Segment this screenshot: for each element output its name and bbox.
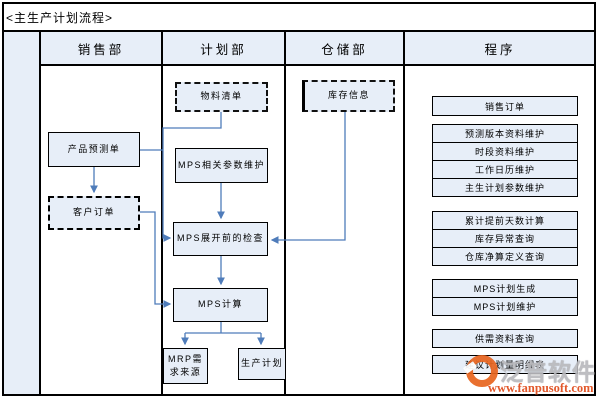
node-bom: 物料清单 [175,82,268,112]
program-supply-demand-label: 供需资料查询 [474,334,535,344]
node-mrp-source: MRP需求来源 [163,348,208,384]
node-mps-params-label: MPS相关参数维护 [177,159,265,170]
title-divider-line [2,30,596,32]
program-supply-demand: 供需资料查询 [432,329,578,348]
vendor-watermark: 泛普软件 www.fanpusoft.com [464,355,604,399]
lane-border-3 [284,31,286,396]
program-forecast-version-label: 预测版本资料维护 [464,129,545,139]
connector-inventory-to-mpscheck [270,112,346,244]
lane-header-program: 程序 [404,31,596,65]
connector-customer-to-mpscalc [140,211,172,308]
node-mps-precheck-label: MPS展开前的检查 [176,233,264,244]
program-time-bucket: 时段资料维护 [432,142,578,161]
lane-header-sales-label: 销售部 [77,42,125,57]
program-inventory-exception-label: 库存异常查询 [474,234,535,244]
program-time-bucket-label: 时段资料维护 [474,147,535,157]
left-margin-strip [4,31,40,396]
vendor-url-text: www.fanpusoft.com [488,381,594,395]
lane-header-warehouse: 仓储部 [285,31,404,65]
header-divider-line [40,64,596,66]
connector-mpscalc-split [185,322,261,334]
program-mps-generate-label: MPS计划生成 [473,284,537,294]
node-mps-calc: MPS计算 [173,288,268,322]
lane-header-planning-label: 计划部 [200,42,247,57]
program-mps-maintain-label: MPS计划维护 [473,302,537,312]
lane-header-planning: 计划部 [162,31,285,65]
program-lead-days: 累计提前天数计算 [432,211,578,230]
program-mps-param-maint-label: 主生计划参数维护 [464,183,545,193]
lane-header-program-label: 程序 [484,42,516,57]
node-bom-label: 物料清单 [200,91,243,102]
diagram-title: <主生产计划流程> [6,10,114,25]
lane-border-1 [39,31,41,396]
node-product-forecast: 产品预测单 [48,132,140,167]
diagram-outer-border [2,2,596,396]
node-customer-order: 客户订单 [48,196,140,230]
node-customer-order-label: 客户订单 [72,207,115,218]
program-work-calendar: 工作日历维护 [432,160,578,179]
lane-header-sales: 销售部 [40,31,162,65]
node-mps-params: MPS相关参数维护 [175,148,268,183]
program-inventory-exception: 库存异常查询 [432,229,578,248]
program-sales-order: 销售订单 [432,96,578,116]
vendor-logo-icon [466,355,498,387]
node-mps-calc-label: MPS计算 [197,299,243,310]
node-production-plan-label: 生产计划 [240,358,283,369]
program-warehouse-net: 仓库净算定义查询 [432,247,578,266]
lane-border-4 [403,31,405,396]
program-lead-days-label: 累计提前天数计算 [464,216,545,226]
vendor-brand-text: 泛普软件 [500,359,596,385]
node-inventory-info: 库存信息 [302,80,395,112]
lane-header-warehouse-label: 仓储部 [321,42,368,57]
program-forecast-version: 预测版本资料维护 [432,124,578,143]
program-sales-order-label: 销售订单 [484,101,525,112]
program-warehouse-net-label: 仓库净算定义查询 [464,252,545,262]
node-inventory-label: 库存信息 [327,90,370,101]
node-mps-precheck: MPS展开前的检查 [173,222,268,256]
program-mps-maintain: MPS计划维护 [432,297,578,316]
program-suggest-plan-label: 建议计划量明细表 [464,360,545,370]
node-mrp-source-label: MRP需求来源 [168,353,203,378]
lane-border-2 [161,31,163,396]
program-mps-param-maint: 主生计划参数维护 [432,178,578,197]
program-mps-generate: MPS计划生成 [432,279,578,298]
node-production-plan: 生产计划 [238,348,286,380]
node-product-forecast-label: 产品预测单 [67,143,121,154]
program-work-calendar-label: 工作日历维护 [474,165,535,175]
connector-bom-to-mpscheck [162,112,222,242]
